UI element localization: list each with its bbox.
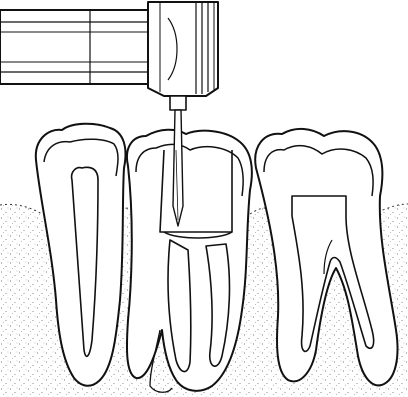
treated-tooth <box>127 130 252 393</box>
